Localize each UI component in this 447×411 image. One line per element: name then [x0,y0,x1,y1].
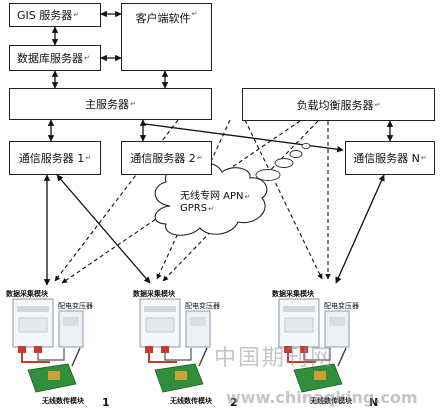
db-server-label: 数据库服务器 [17,52,83,65]
site-1-index: 1 [102,396,110,409]
site-2-acq-label: 数据采集模块 [133,290,175,298]
solid-links [47,10,394,153]
main-server-label: 主服务器 [85,98,130,111]
watermark-title: 中国期刊网 [214,346,335,371]
dash-lb-site2 [162,120,319,282]
watermark-url: www.chinaqking.com [226,388,418,407]
site-1-transformer-label: 配电变压器 [58,302,93,310]
dash-main-site1 [54,119,179,282]
link-commn-site3 [335,174,385,284]
site-equipment-3 [278,298,350,393]
site-equipment-1 [12,298,84,393]
site-1-wireless-label: 无线数传模块 [42,397,84,405]
cloud-label-apn: 无线专网 APN↵ [180,191,251,202]
site-3-transformer-label: 配电变压器 [324,302,359,310]
db-server-box: 数据库服务器↵ [9,45,101,71]
comm-server-1-box: 通信服务器 1↵ [9,141,101,175]
client-software-box: 客户端软件↵ [121,3,212,71]
site-2-transformer-label: 配电变压器 [185,302,220,310]
site-2-index: 2 [230,396,238,409]
load-balancer-box: 负载均衡服务器↵ [242,88,435,121]
client-software-label: 客户端软件 [135,12,191,25]
comm-server-n-label: 通信服务器 N [353,152,420,165]
gis-server-label: GIS 服务器 [17,9,73,22]
gis-server-box: GIS 服务器↵ [9,3,101,27]
site-3-wireless-label: 无线数传模块 [310,397,352,405]
comm-server-2-label: 通信服务器 2 [130,152,196,165]
site-3-index: N [369,396,379,409]
load-balancer-label: 负载均衡服务器 [296,98,374,112]
field-links [43,174,385,286]
comm-server-1-label: 通信服务器 1 [18,152,85,165]
link-comm1-site2 [56,174,151,284]
site-1-acq-label: 数据采集模块 [6,290,48,298]
site-2-wireless-label: 无线数传模块 [170,397,212,405]
site-equipment-2 [139,298,211,393]
site-3-acq-label: 数据采集模块 [272,290,314,298]
comm-server-n-box: 通信服务器 N↵ [345,141,435,175]
cloud-label-gprs: GPRS↵ [180,203,214,214]
dash-main-site3 [244,119,323,280]
bubble-trail [255,142,311,181]
comm-server-2-box: 通信服务器 2↵ [121,141,212,175]
main-server-box: 主服务器↵ [9,88,212,120]
